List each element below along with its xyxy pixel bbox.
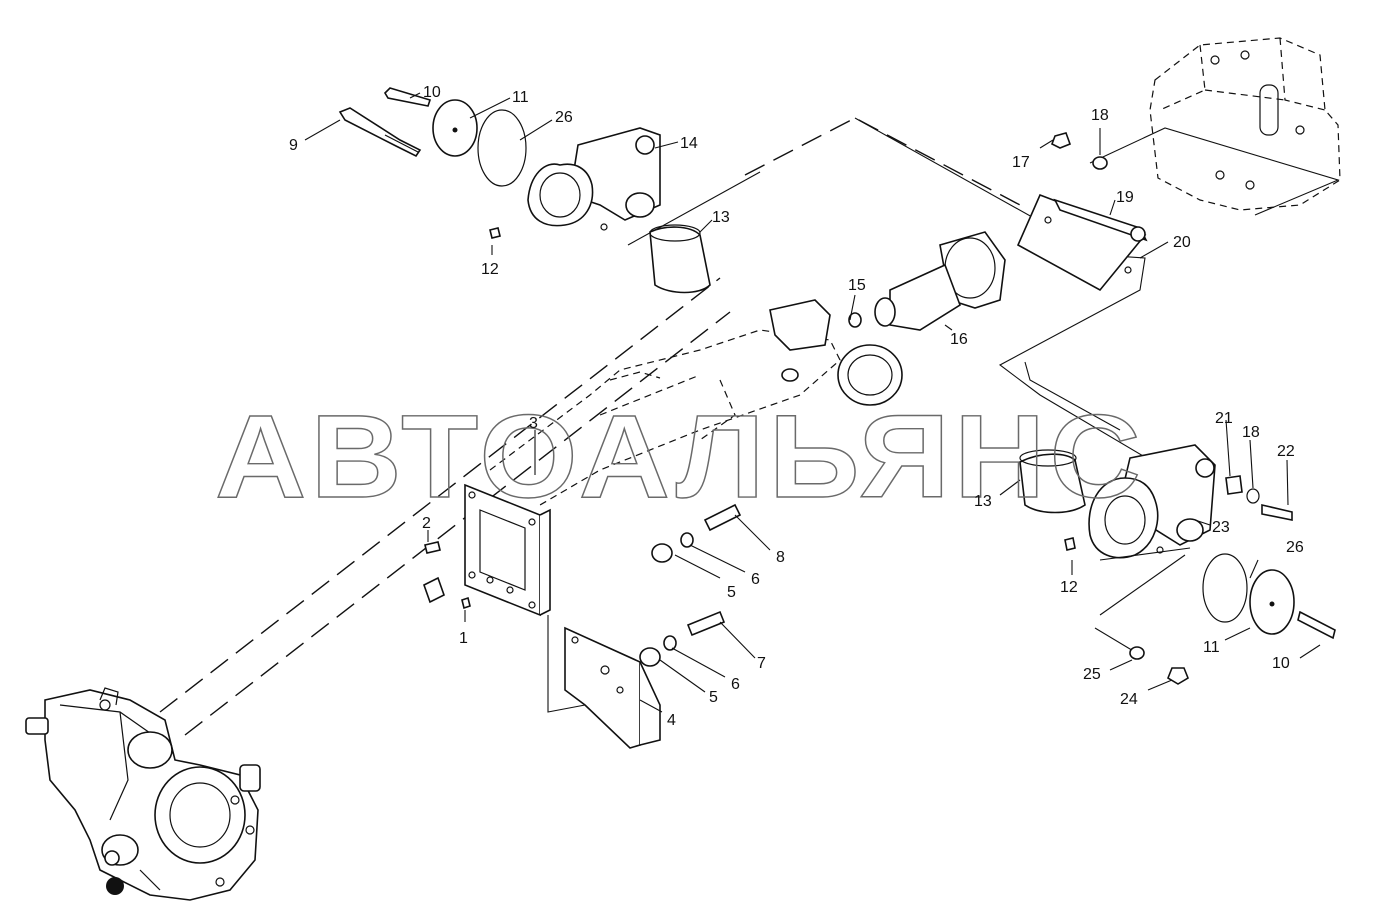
mounting-flange <box>464 483 551 617</box>
callout-17: 17 <box>1012 154 1030 171</box>
callout-18a: 18 <box>1091 107 1109 124</box>
callout-13b: 13 <box>974 493 992 510</box>
callout-23: 23 <box>1212 519 1230 536</box>
transmission-housing-phantom <box>1149 37 1341 211</box>
callout-14: 14 <box>680 135 698 152</box>
center-coupling-assembly <box>769 231 1006 406</box>
left-support-assembly <box>338 87 711 294</box>
bracket-plate <box>1016 193 1148 292</box>
support-bracket <box>547 615 661 749</box>
callout-11b: 11 <box>1203 639 1220 656</box>
callout-10a: 10 <box>423 84 441 101</box>
callout-5b: 5 <box>709 689 718 706</box>
callout-13a: 13 <box>712 209 730 226</box>
callout-6a: 6 <box>751 571 760 588</box>
rear-gearbox-assembly <box>25 687 261 901</box>
callout-12a: 12 <box>481 261 499 278</box>
callout-21: 21 <box>1215 410 1233 427</box>
callout-20: 20 <box>1173 234 1191 251</box>
callout-3: 3 <box>529 415 538 432</box>
callout-5a: 5 <box>727 584 736 601</box>
callout-25: 25 <box>1083 666 1101 683</box>
callout-12b: 12 <box>1060 579 1078 596</box>
callout-labels: 1 2 3 4 5 5 6 6 7 8 9 10 10 11 11 12 12 … <box>289 84 1304 729</box>
callout-22: 22 <box>1277 443 1295 460</box>
callout-4: 4 <box>667 712 676 729</box>
callout-24: 24 <box>1120 691 1138 708</box>
callout-1: 1 <box>459 630 468 647</box>
callout-9: 9 <box>289 137 298 154</box>
watermark-text: АВТОАЛЬЯНС <box>215 391 1145 523</box>
small-hardware <box>423 132 1108 667</box>
callout-18b: 18 <box>1242 424 1260 441</box>
callout-2: 2 <box>422 515 431 532</box>
callout-26b: 26 <box>1286 539 1304 556</box>
callout-8: 8 <box>776 549 785 566</box>
callout-7: 7 <box>757 655 766 672</box>
callout-6b: 6 <box>731 676 740 693</box>
callout-10b: 10 <box>1272 655 1290 672</box>
leader-lines <box>304 92 1321 713</box>
callout-19: 19 <box>1116 189 1134 206</box>
axle-tube-phantom <box>489 329 841 506</box>
right-support-assembly <box>1019 444 1336 685</box>
callout-16: 16 <box>950 331 968 348</box>
callout-11a: 11 <box>512 89 529 106</box>
callout-15: 15 <box>848 277 866 294</box>
callout-26a: 26 <box>555 109 573 126</box>
